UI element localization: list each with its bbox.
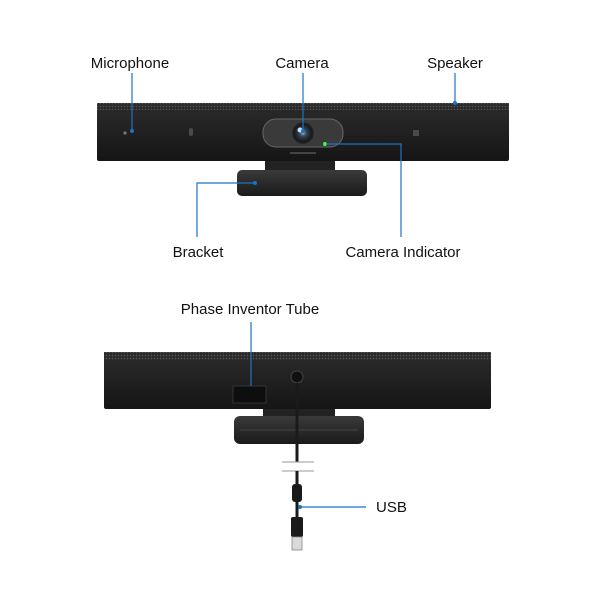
camera-label: Camera (275, 55, 329, 72)
rear-view-device (104, 352, 491, 551)
camera-leader-dot (301, 129, 305, 133)
front-bracket (237, 170, 367, 196)
phase-inventor-tube-label: Phase Inventor Tube (181, 301, 319, 318)
rear-leader-dots (298, 505, 302, 509)
mic-icon (189, 128, 193, 136)
microphone-leader-dot (130, 129, 134, 133)
lens-marking (290, 152, 316, 154)
camera-indicator-leader (326, 143, 402, 237)
bracket-leader-dot (253, 181, 257, 185)
rear-leader-lines (250, 322, 366, 508)
camera-indicator-led (323, 142, 327, 146)
front-leader-dots (130, 101, 457, 185)
camera-indicator-label: Camera Indicator (345, 244, 460, 261)
usb-leader-dot (298, 505, 302, 509)
microphone-label: Microphone (91, 55, 169, 72)
rear-grille (104, 352, 491, 360)
usb-port (290, 370, 304, 384)
bracket-label: Bracket (173, 244, 225, 261)
speaker-leader-dot (453, 101, 457, 105)
usb-label: USB (376, 499, 407, 516)
front-leader-lines (131, 73, 456, 237)
ferrite-bead (292, 484, 302, 502)
usb-plug-body (291, 517, 303, 537)
phase-inventor-tube-port (232, 385, 267, 404)
bracket-leader (196, 182, 255, 237)
speaker-label: Speaker (427, 55, 483, 72)
microphone-hole (123, 131, 127, 135)
usb-plug-metal (291, 536, 303, 551)
speaker-icon (413, 130, 419, 136)
